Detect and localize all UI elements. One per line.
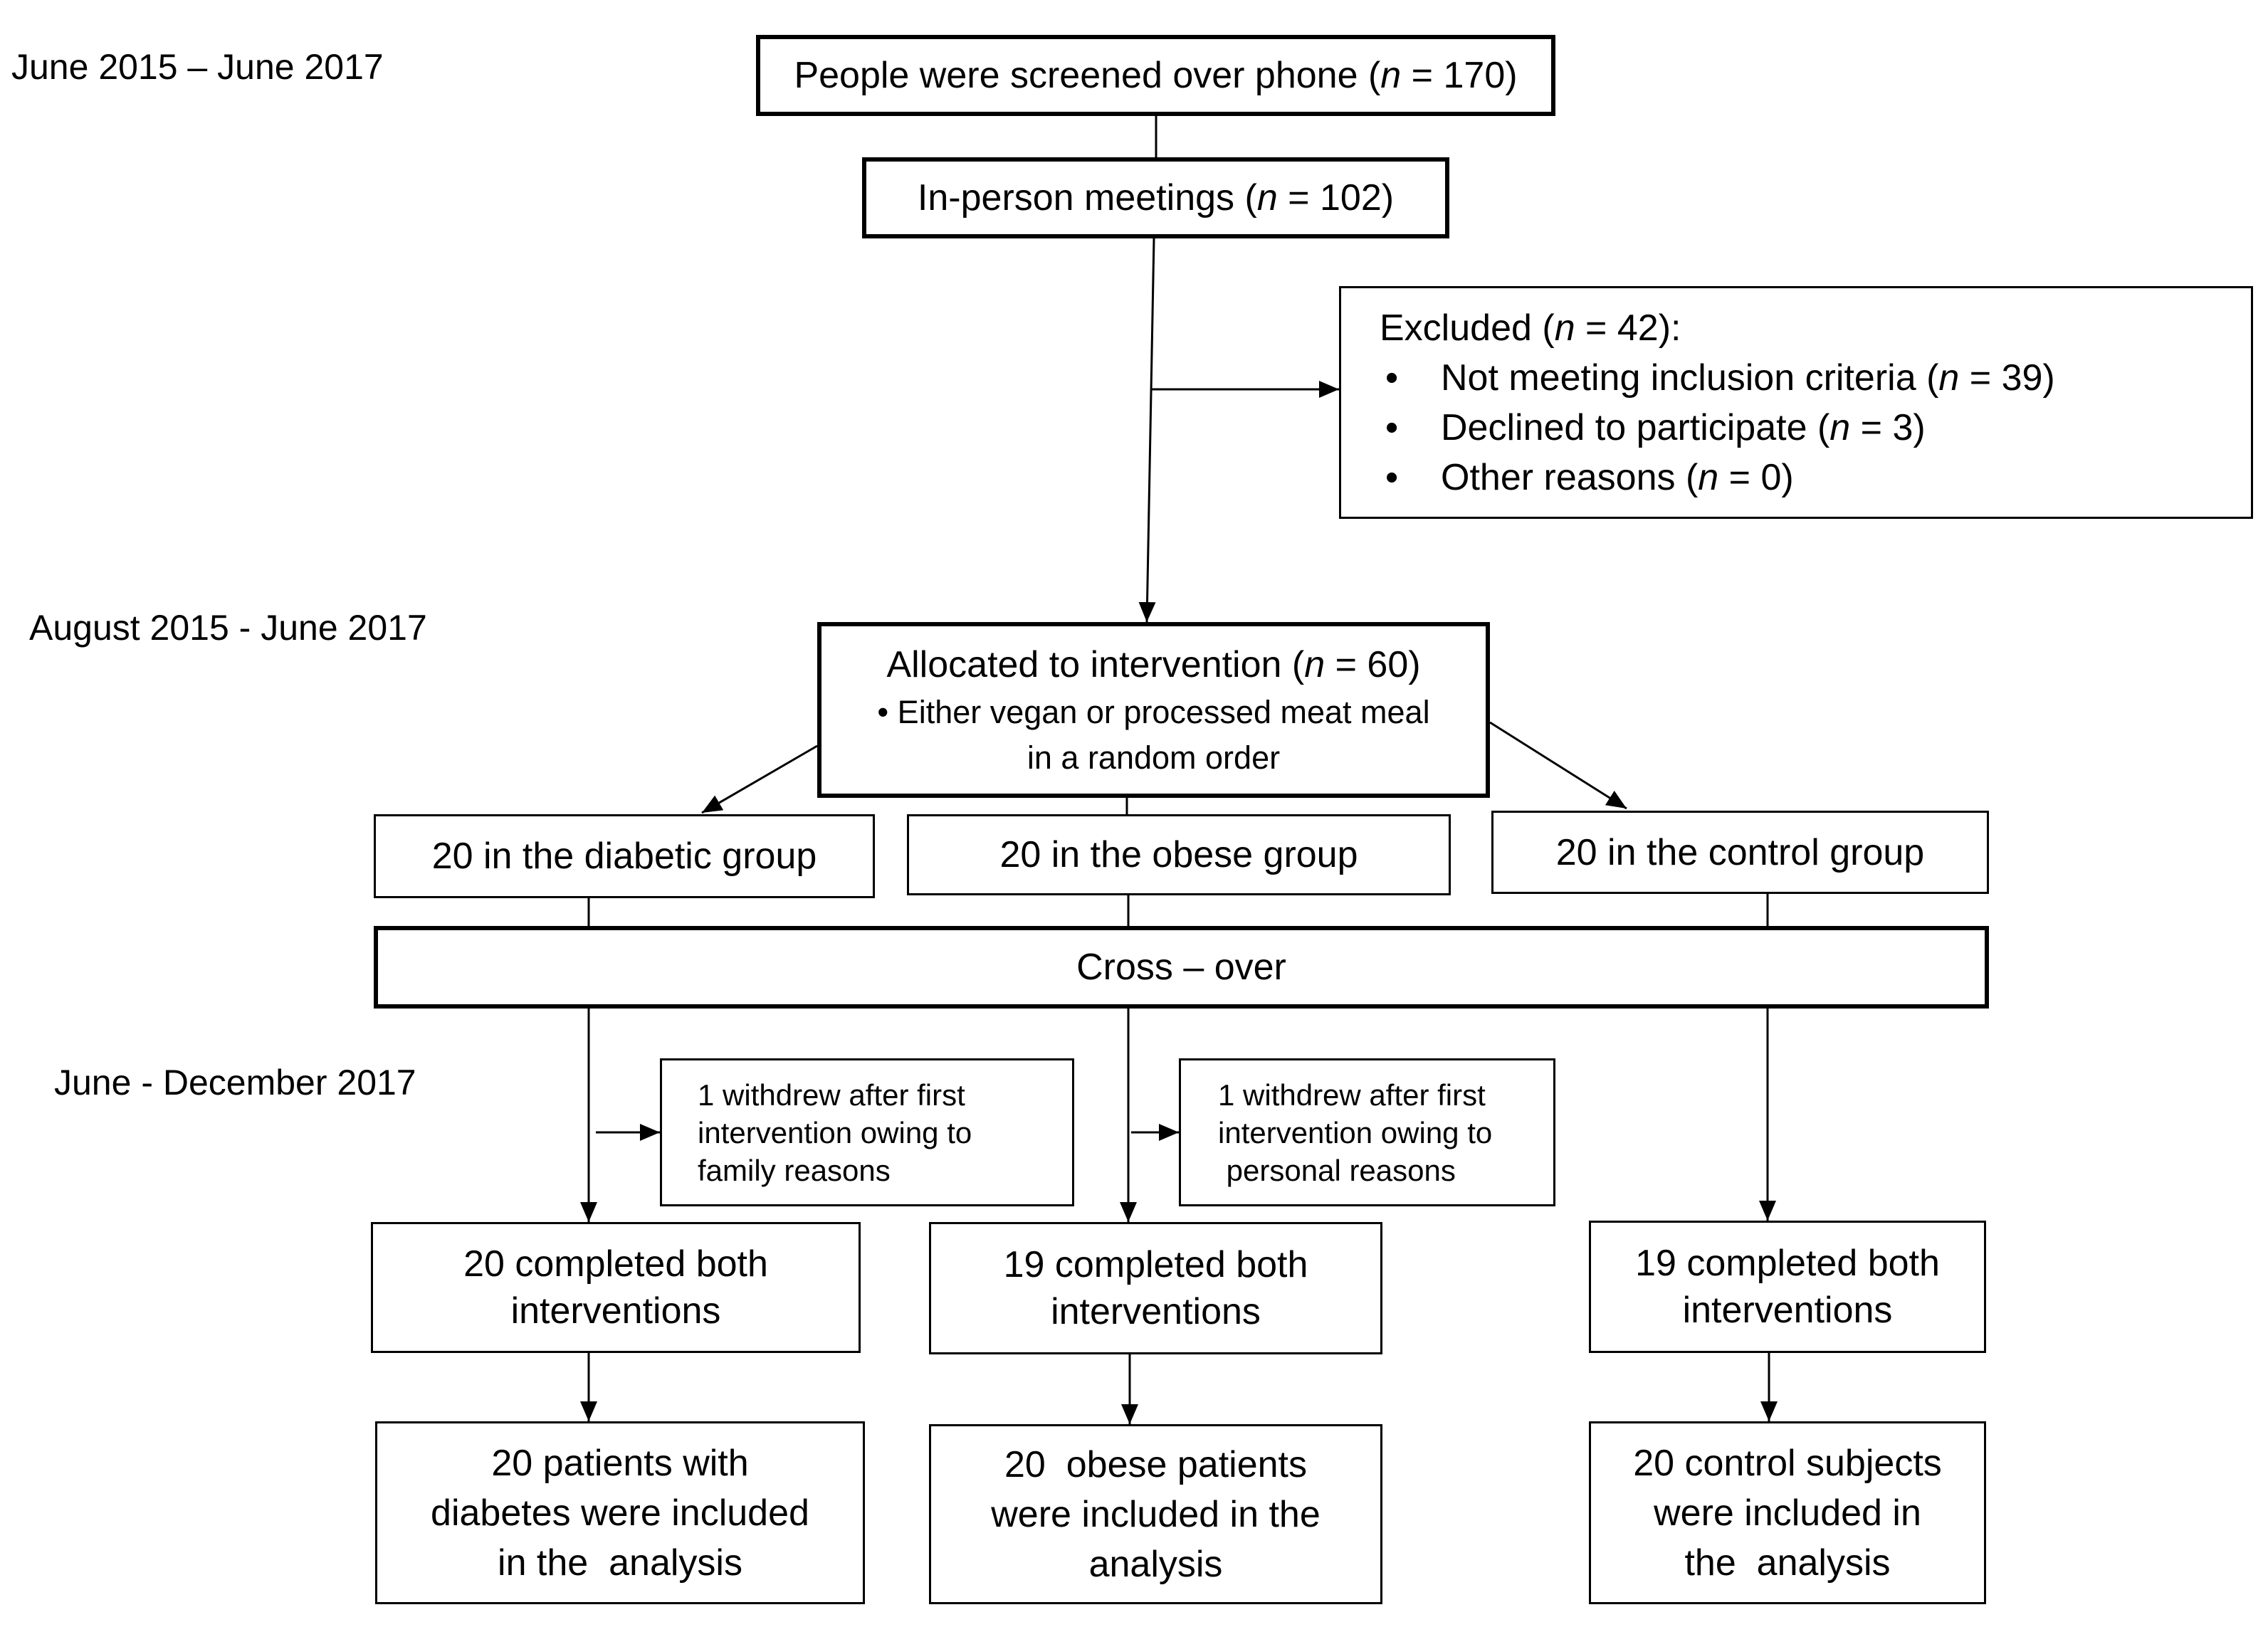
arrow-allocation-to-diabetic [701, 744, 818, 814]
withdrawal-text-line: intervention owing to [698, 1115, 972, 1149]
analysis-text-line: in the analysis [498, 1542, 742, 1584]
analysis-text-line: 20 control subjects [1633, 1442, 1942, 1484]
sample-size-variable: n [1304, 643, 1325, 685]
sample-size-variable: n [1554, 307, 1575, 349]
withdrawal-box-diabetic: 1 withdrew after first intervention owin… [660, 1058, 1074, 1206]
obese-group-label: 20 in the obese group [999, 834, 1358, 875]
completed-text-line: interventions [1682, 1290, 1893, 1331]
arrow-meetings-to-allocation [1138, 238, 1156, 623]
completed-box-control: 19 completed both interventions [1589, 1221, 1986, 1353]
withdrawal-text-line: personal reasons [1218, 1153, 1456, 1187]
screening-box: People were screened over phone (n = 170… [756, 35, 1555, 116]
diabetic-group-box: 20 in the diabetic group [374, 814, 875, 898]
bullet-marker: • [1385, 406, 1399, 448]
sample-size-variable: n [1698, 456, 1719, 498]
sample-size-variable: n [1380, 55, 1402, 96]
analysis-text-line: were included in [1654, 1492, 1921, 1534]
analysis-text-line: 20 obese patients [1004, 1443, 1307, 1485]
withdrawal-text-line: intervention owing to [1218, 1115, 1493, 1149]
allocation-box: Allocated to intervention (n = 60) • Eit… [817, 622, 1490, 798]
excluded-reason-text: Not meeting inclusion criteria (n = 39) [1441, 357, 2055, 399]
excluded-reason-text: Other reasons (n = 0) [1441, 456, 1794, 498]
excluded-reason-item: • Declined to participate (n = 3) [1380, 403, 1926, 453]
completed-box-diabetic: 20 completed both interventions [371, 1222, 861, 1353]
completed-text-line: interventions [1051, 1291, 1261, 1332]
analysis-text-line: analysis [1088, 1543, 1223, 1585]
in-person-meetings-box: In-person meetings (n = 102) [862, 157, 1449, 238]
excluded-reason-text: Declined to participate (n = 3) [1441, 406, 1926, 448]
completed-box-obese: 19 completed both interventions [929, 1222, 1382, 1354]
crossover-period-label: June - December 2017 [54, 1063, 416, 1102]
sample-size-variable: n [1256, 177, 1278, 218]
allocation-detail-line: • Either vegan or processed meat meal [877, 693, 1430, 730]
analysis-box-control: 20 control subjects were included in the… [1589, 1421, 1986, 1604]
diabetic-group-label: 20 in the diabetic group [431, 836, 817, 877]
screening-period-label: June 2015 – June 2017 [11, 47, 384, 87]
withdrawal-box-obese: 1 withdrew after first intervention owin… [1179, 1058, 1555, 1206]
allocation-title: Allocated to intervention (n = 60) [886, 643, 1421, 685]
arrow-allocation-to-control [1489, 721, 1627, 810]
sample-size-variable: n [1829, 406, 1851, 448]
crossover-box: Cross – over [374, 926, 1989, 1009]
analysis-text-line: were included in the [991, 1493, 1321, 1535]
in-person-meetings-text: In-person meetings (n = 102) [917, 177, 1395, 218]
completed-text-line: 19 completed both [1635, 1243, 1940, 1284]
crossover-label: Cross – over [1076, 947, 1286, 988]
sample-size-variable: n [1938, 357, 1960, 399]
allocation-period-label: August 2015 - June 2017 [29, 608, 427, 648]
completed-text-line: 20 completed both [463, 1243, 768, 1285]
allocation-detail-line: in a random order [1027, 739, 1281, 776]
control-group-label: 20 in the control group [1555, 831, 1925, 873]
excluded-box: Excluded (n = 42): • Not meeting inclusi… [1339, 286, 2253, 519]
bullet-marker: • [1385, 357, 1399, 399]
excluded-reason-item: • Not meeting inclusion criteria (n = 39… [1380, 353, 2055, 403]
excluded-reason-item: • Other reasons (n = 0) [1380, 453, 1794, 502]
withdrawal-text-line: family reasons [698, 1153, 891, 1187]
completed-text-line: interventions [510, 1290, 721, 1332]
screening-text: People were screened over phone (n = 170… [794, 55, 1518, 96]
control-group-box: 20 in the control group [1491, 811, 1989, 894]
withdrawal-text-line: 1 withdrew after first [698, 1078, 965, 1112]
withdrawal-text-line: 1 withdrew after first [1218, 1078, 1486, 1112]
analysis-text-line: 20 patients with [491, 1442, 749, 1484]
completed-text-line: 19 completed both [1003, 1244, 1308, 1285]
obese-group-box: 20 in the obese group [907, 814, 1451, 895]
analysis-text-line: the analysis [1684, 1542, 1891, 1584]
bullet-marker: • [1385, 456, 1399, 498]
excluded-title: Excluded (n = 42): [1380, 307, 1681, 349]
analysis-text-line: diabetes were included [431, 1492, 809, 1534]
analysis-box-obese: 20 obese patients were included in the a… [929, 1424, 1382, 1604]
analysis-box-diabetic: 20 patients with diabetes were included … [375, 1421, 865, 1604]
